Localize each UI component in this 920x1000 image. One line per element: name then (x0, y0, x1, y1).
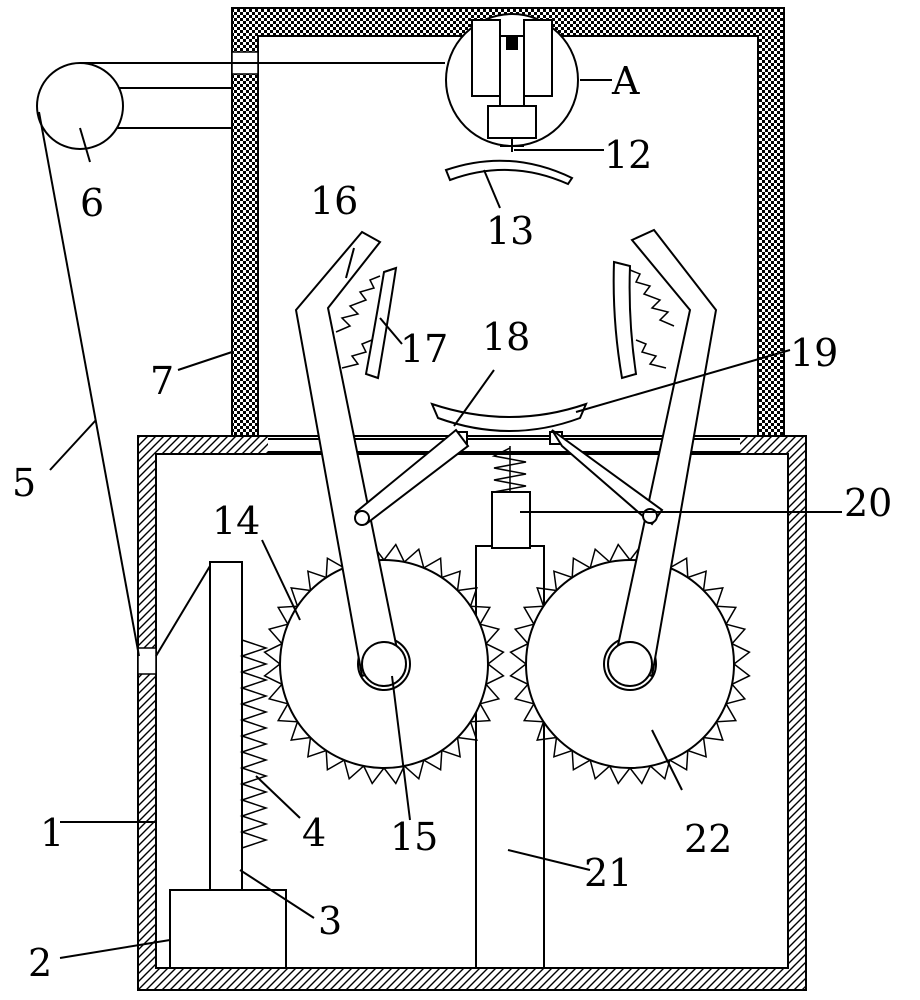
rope (38, 62, 445, 657)
right-pad (612, 260, 675, 380)
label-1: 1 (40, 811, 64, 855)
label-17: 17 (400, 327, 448, 371)
label-19: 19 (790, 331, 838, 375)
label-A: A (611, 59, 640, 103)
part-labels: 1 2 3 4 5 6 7 A 12 13 14 15 16 17 18 19 … (12, 59, 892, 985)
label-2: 2 (28, 941, 52, 985)
label-16: 16 (310, 179, 358, 223)
label-22: 22 (684, 817, 732, 861)
label-4: 4 (302, 811, 326, 855)
label-18: 18 (482, 315, 530, 359)
top-clamp (444, 13, 579, 186)
lift-cylinder (491, 446, 531, 549)
support-plate (430, 402, 588, 432)
label-5: 5 (12, 461, 36, 505)
label-12: 12 (604, 133, 652, 177)
pulley (36, 62, 232, 150)
label-15: 15 (390, 815, 438, 859)
label-14: 14 (212, 499, 260, 543)
right-arm (607, 228, 718, 687)
motor-base (169, 889, 287, 969)
label-7: 7 (150, 359, 174, 403)
lower-rope-guide (137, 647, 157, 675)
label-20: 20 (844, 481, 892, 525)
left-pad (335, 266, 398, 380)
center-column (475, 545, 545, 969)
label-3: 3 (318, 899, 342, 943)
rack (209, 561, 269, 891)
left-arm (294, 230, 407, 687)
label-13: 13 (486, 209, 534, 253)
label-21: 21 (584, 851, 632, 895)
connecting-links (354, 428, 664, 526)
leader-lines (49, 79, 842, 959)
label-6: 6 (80, 181, 104, 225)
